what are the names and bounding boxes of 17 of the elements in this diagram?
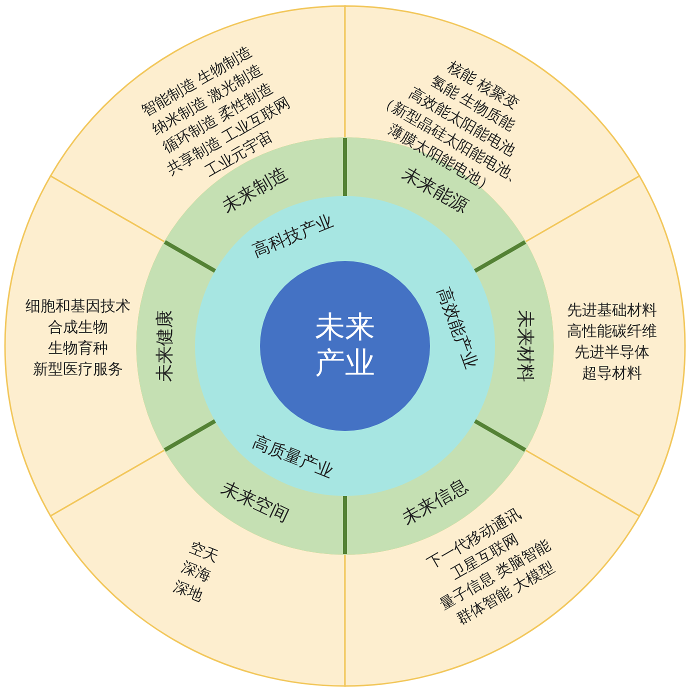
category-label: 未来信息 <box>398 474 472 530</box>
item-list-text: 超导材料 <box>582 364 642 384</box>
outer-sector <box>343 449 641 687</box>
item-list-text: 生物育种 <box>48 339 108 359</box>
ring-label: 高效能产业 <box>432 284 482 372</box>
outer-sector <box>344 5 641 243</box>
category-label: 未来材料 <box>514 310 536 382</box>
item-list-text: 细胞和基因技术 <box>26 297 130 317</box>
item-list-text: 新型医疗服务 <box>33 360 123 380</box>
category-label: 未来健康 <box>154 310 176 382</box>
ring-label: 高科技产业 <box>248 210 337 262</box>
ring-sector <box>136 241 217 451</box>
item-list-text: 先进基础材料 <box>567 301 657 321</box>
center-title: 未来产业 <box>314 310 376 382</box>
item-list-text: 合成生物 <box>48 318 108 338</box>
item-list-text: 先进半导体 <box>574 343 650 363</box>
item-list-text: 高性能碳纤维 <box>567 322 657 342</box>
